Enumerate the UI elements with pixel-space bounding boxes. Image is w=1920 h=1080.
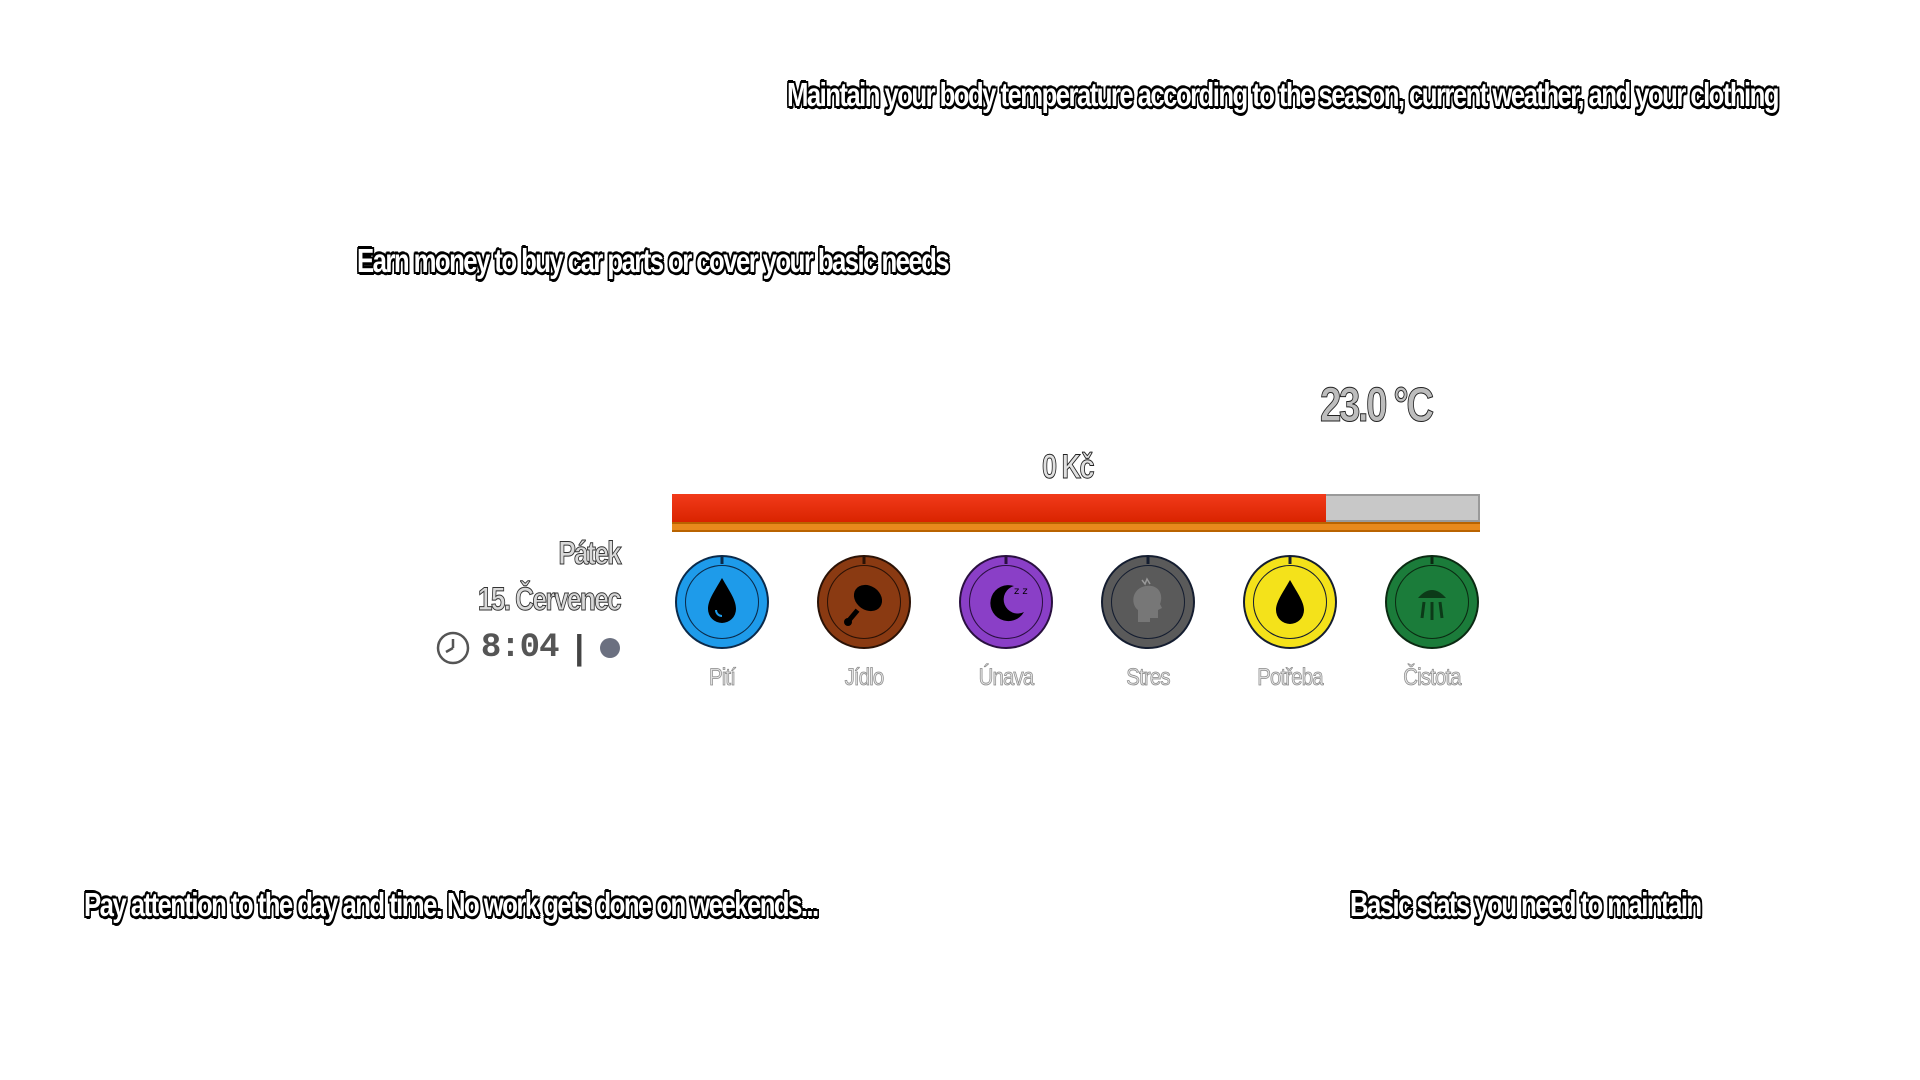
time-separator: | — [574, 628, 584, 667]
money-progress-bar — [672, 494, 1480, 534]
water-drop-icon — [675, 555, 769, 649]
drop-need-icon — [1243, 555, 1337, 649]
stat-label: Únava — [978, 664, 1034, 692]
stat-3: z z Únava — [956, 552, 1056, 692]
clock-icon — [436, 631, 470, 665]
day-name: Pátek — [558, 535, 622, 572]
basic-stats-row: Pití Jídlo z z Únava Stres Potřeba Čistota — [672, 552, 1482, 702]
moon-icon: z z — [959, 555, 1053, 649]
caption-day-time: Pay attention to the day and time. No wo… — [84, 886, 819, 923]
money-readout: 0 Kč — [1042, 448, 1095, 487]
stat-5: Potřeba — [1240, 552, 1340, 692]
shower-icon — [1385, 555, 1479, 649]
weather-dot-icon — [600, 638, 620, 658]
progress-fill — [672, 494, 1326, 522]
stat-label: Stres — [1126, 664, 1171, 692]
stat-label: Čistota — [1403, 664, 1462, 692]
caption-temperature: Maintain your body temperature according… — [787, 76, 1779, 113]
time-text: 8:04 — [480, 629, 560, 667]
stat-1: Pití — [672, 552, 772, 692]
stat-2: Jídlo — [814, 552, 914, 692]
head-stress-icon — [1101, 555, 1195, 649]
stat-label: Jídlo — [844, 664, 884, 692]
svg-text:z z: z z — [1014, 586, 1028, 597]
stat-label: Pití — [708, 664, 737, 692]
stat-6: Čistota — [1382, 552, 1482, 692]
time-row: 8:04 | — [435, 622, 620, 674]
caption-basic-stats: Basic stats you need to maintain — [1350, 886, 1702, 923]
date-text: 15. Červenec — [477, 581, 622, 618]
temperature-readout: 23.0 °C — [1320, 379, 1435, 433]
progress-underline — [672, 522, 1480, 532]
stat-label: Potřeba — [1257, 664, 1324, 692]
stat-4: Stres — [1098, 552, 1198, 692]
caption-money: Earn money to buy car parts or cover you… — [357, 242, 950, 279]
drumstick-icon — [817, 555, 911, 649]
date-time-panel: Pátek 15. Červenec 8:04 | — [435, 530, 622, 674]
